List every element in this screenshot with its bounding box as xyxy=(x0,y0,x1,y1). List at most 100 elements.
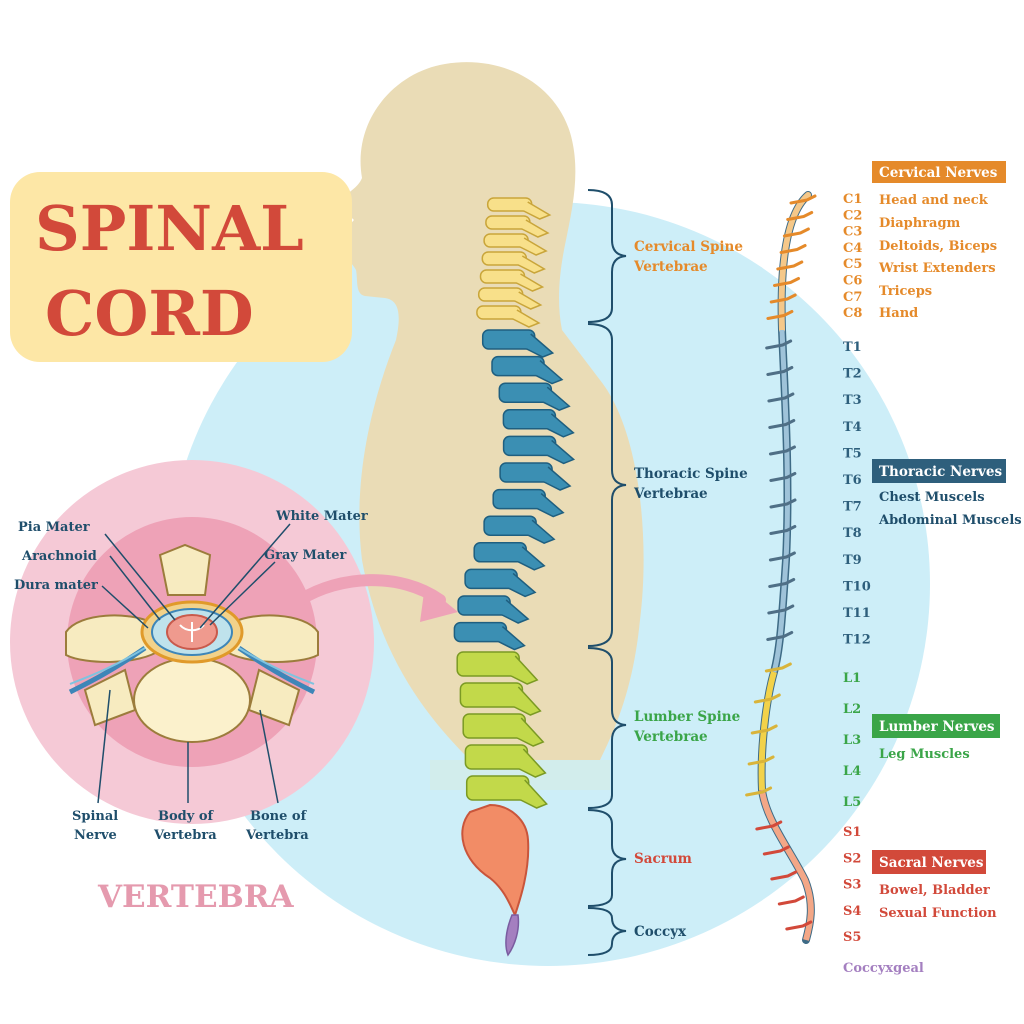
spinous-process xyxy=(536,493,565,518)
nerve-root-tick xyxy=(770,870,798,881)
sacral-nerves-header: Sacral Nerves xyxy=(879,855,984,871)
vertebra-body xyxy=(499,462,553,483)
spinous-process xyxy=(508,572,537,598)
vertebra-body xyxy=(492,488,546,510)
spinous-process xyxy=(517,546,546,571)
nerve-root-tick xyxy=(789,194,817,205)
nerve-root-tick xyxy=(750,724,778,735)
level-t11: T11 xyxy=(843,606,871,621)
vertebral-column xyxy=(453,197,576,809)
level-t5: T5 xyxy=(843,446,862,461)
vertebra-body xyxy=(491,355,545,377)
title-line-2: CORD xyxy=(45,277,254,350)
cervical-fn-3: Deltoids, Biceps xyxy=(879,239,997,254)
vertebra-body xyxy=(498,382,553,403)
level-s4: S4 xyxy=(843,904,861,919)
spinous-process xyxy=(512,309,541,328)
nerve-root-tick xyxy=(776,260,804,271)
cervical-fn-2: Diaphragm xyxy=(879,216,961,231)
spinous-process xyxy=(498,626,526,651)
nerve-root-tick xyxy=(769,525,797,535)
spinous-process xyxy=(521,219,550,238)
spinous-process xyxy=(527,519,556,545)
nerve-root-tick xyxy=(765,339,793,350)
body-of-vertebra-label-1: Body of xyxy=(158,809,214,824)
nerve-root-tick xyxy=(755,820,783,831)
spinous-process xyxy=(542,386,571,412)
nerve-root-tick xyxy=(768,551,796,562)
cervical-fn-1: Head and neck xyxy=(879,193,989,208)
coccyx-label: Coccyx xyxy=(634,924,687,940)
thoracic-fn-1: Chest Muscels xyxy=(879,490,985,505)
level-t10: T10 xyxy=(843,579,871,594)
vertebra-body xyxy=(502,409,557,430)
spinous-process xyxy=(510,655,539,685)
cervical-spine-label-1: Cervical Spine xyxy=(634,239,743,255)
level-l2: L2 xyxy=(843,702,861,717)
level-t4: T4 xyxy=(843,420,862,435)
nerve-root-tick xyxy=(768,578,796,588)
vertebra-body xyxy=(481,329,536,350)
level-s1: S1 xyxy=(843,825,861,840)
vertebra-body xyxy=(502,435,557,457)
cervical-fn-4: Wrist Extenders xyxy=(878,261,996,276)
vertebra-body xyxy=(459,682,524,708)
level-c1: C1 xyxy=(843,192,862,207)
thoracic-spine-label-2: Vertebrae xyxy=(633,486,708,502)
nerve-root-tick xyxy=(779,244,807,254)
nerve-root-tick xyxy=(747,755,775,766)
spinous-process xyxy=(526,333,555,358)
level-l4: L4 xyxy=(843,764,861,779)
cervical-fn-6: Hand xyxy=(879,306,918,321)
level-c7: C7 xyxy=(843,290,862,305)
sacrum-label: Sacrum xyxy=(634,851,692,867)
level-t8: T8 xyxy=(843,526,862,541)
lumbar-nerves-header: Lumber Nerves xyxy=(879,719,995,735)
level-l1: L1 xyxy=(843,671,861,686)
arachnoid-label: Arachnoid xyxy=(21,549,97,564)
level-t1: T1 xyxy=(843,340,862,355)
level-s2: S2 xyxy=(843,851,861,866)
nerve-root-tick xyxy=(767,392,795,403)
vertebra-inset xyxy=(10,460,374,824)
nerve-root-tick xyxy=(777,895,805,906)
nerve-level-labels: C1C2C3C4C5C6C7C8T1T2T3T4T5T6T7T8T9T10T11… xyxy=(843,192,871,945)
cervical-spine-label-2: Vertebrae xyxy=(633,259,708,275)
gray-mater-label: Gray Mater xyxy=(264,548,347,563)
nerve-root-tick xyxy=(786,211,814,221)
spinous-process xyxy=(514,686,542,716)
vertebra-body xyxy=(483,515,537,536)
spinous-process xyxy=(516,273,545,292)
sacral-fn-1: Bowel, Bladder xyxy=(879,883,990,898)
vertebra-body xyxy=(464,568,518,590)
spinous-process xyxy=(501,599,530,624)
level-l3: L3 xyxy=(843,733,861,748)
spinous-process xyxy=(543,466,572,491)
lumbar-spine-label-2: Vertebrae xyxy=(633,729,708,745)
vertebra-body xyxy=(457,595,511,616)
vertebra-body xyxy=(462,713,526,739)
spinous-process xyxy=(547,439,576,465)
nerve-root-tick xyxy=(745,786,773,797)
level-c8: C8 xyxy=(843,306,862,321)
thoracic-nerves-header: Thoracic Nerves xyxy=(879,464,1002,480)
spinal-cord xyxy=(745,191,817,944)
lumbar-nerves-header-bg xyxy=(872,714,1000,738)
vertebra-title: VERTEBRA xyxy=(97,879,295,915)
nerve-root-tick xyxy=(762,845,790,856)
lumbar-spine-label-1: Lumber Spine xyxy=(634,709,740,725)
nerve-root-tick xyxy=(773,277,800,287)
level-s5: S5 xyxy=(843,930,861,945)
level-c4: C4 xyxy=(843,241,862,256)
vertebra-body xyxy=(464,744,529,770)
spinous-process xyxy=(514,291,543,310)
pia-mater-label: Pia Mater xyxy=(18,520,90,535)
level-c2: C2 xyxy=(843,208,862,223)
spinous-process xyxy=(516,717,545,747)
nerve-root-tick xyxy=(769,472,797,482)
thoracic-fn-2: Abdominal Muscels xyxy=(878,513,1022,528)
title-line-1: SPINAL xyxy=(35,192,304,265)
nerve-root-tick xyxy=(766,366,794,376)
cervical-nerves-header-bg xyxy=(872,161,1006,183)
